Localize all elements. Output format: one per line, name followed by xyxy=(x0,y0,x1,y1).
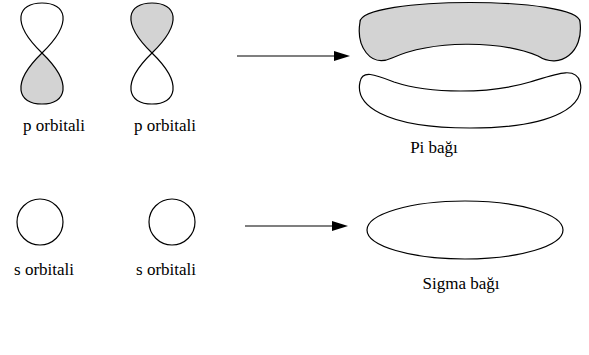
arrow-head xyxy=(332,221,348,231)
orbital-lobe xyxy=(131,53,173,104)
arrow-head xyxy=(334,51,350,61)
orbital-lobe xyxy=(21,53,63,104)
orbital-lobe xyxy=(21,3,63,53)
orbital-label: Pi bağı xyxy=(410,138,458,158)
pi-lobe xyxy=(359,3,580,61)
orbital-label: Sigma bağı xyxy=(423,274,500,294)
s-orbital xyxy=(149,199,195,245)
orbital-label: p orbitali xyxy=(23,116,85,136)
s-orbital xyxy=(17,199,63,245)
arrow-line xyxy=(237,55,338,56)
sigma-bond xyxy=(367,201,563,259)
orbital-label: s orbitali xyxy=(14,260,74,280)
orbital-lobe xyxy=(131,3,173,53)
orbital-label: p orbitali xyxy=(134,116,196,136)
arrow-line xyxy=(245,225,336,226)
orbital-label: s orbitali xyxy=(136,260,196,280)
pi-lobe xyxy=(359,73,580,128)
